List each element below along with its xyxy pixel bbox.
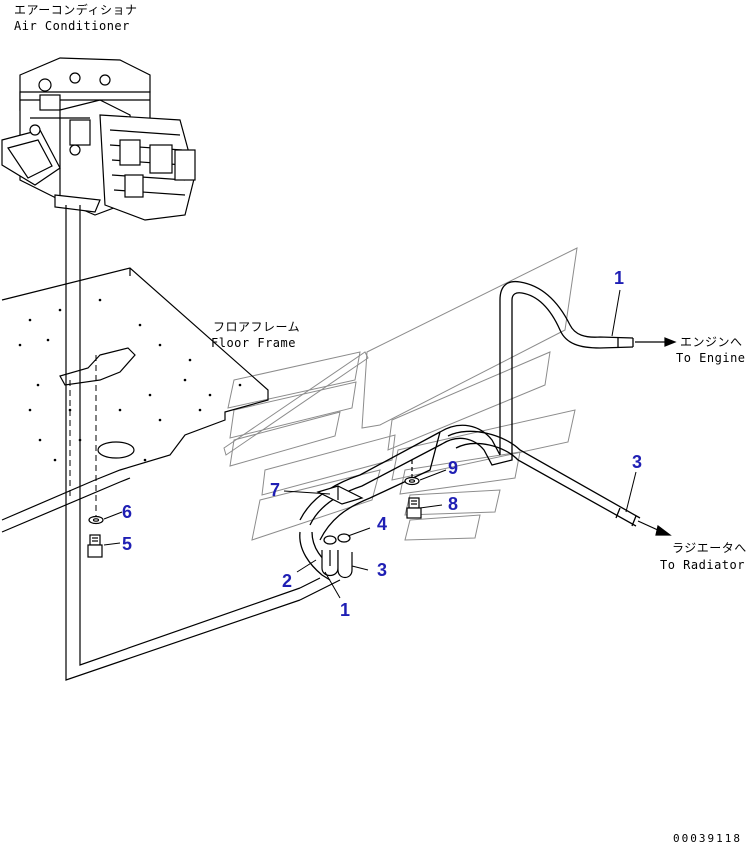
- callout-1-hose: 1: [340, 600, 351, 620]
- arrow-to-radiator: [637, 520, 672, 536]
- to-radiator-label-jp: ラジエータへ: [672, 541, 747, 555]
- callout-5-bolt: 5: [122, 534, 133, 554]
- callout-3-radiator-pipe: 3: [632, 452, 643, 472]
- callout-3-hose-end: 3: [377, 560, 388, 580]
- drawing-code: 00039118: [673, 832, 742, 845]
- callout-1-engine-pipe: 1: [614, 268, 625, 288]
- bolt-8: [406, 497, 422, 519]
- floor-frame-label-jp: フロアフレーム: [213, 320, 301, 334]
- floor-frame-holes: [18, 298, 242, 462]
- air-conditioner-label-en: Air Conditioner: [14, 19, 130, 33]
- callout-8-bolt: 8: [448, 494, 459, 514]
- callout-4-clip: 4: [377, 514, 388, 534]
- clamp-7: [316, 485, 364, 505]
- callout-7-clamp: 7: [270, 480, 281, 500]
- air-conditioner-label-jp: エアーコンディショナ: [14, 3, 138, 17]
- washer-6: [88, 515, 104, 525]
- floor-frame: [1, 267, 269, 533]
- heater-pipe-1: [299, 280, 634, 526]
- callout-2-hose: 2: [282, 571, 293, 591]
- floor-frame-label-en: Floor Frame: [211, 336, 296, 350]
- watermark-logo: [223, 247, 578, 541]
- to-engine-label-jp: エンジンへ: [680, 335, 743, 349]
- hose-ends: [321, 550, 353, 579]
- to-engine-label-en: To Engine: [676, 351, 746, 365]
- hose-routing: [65, 205, 341, 681]
- clip-4: [323, 533, 351, 545]
- bolt-5: [87, 534, 103, 558]
- washer-9: [404, 460, 420, 486]
- arrow-to-engine: [635, 337, 677, 347]
- air-conditioner-unit: [1, 57, 196, 221]
- to-radiator-label-en: To Radiator: [660, 558, 745, 572]
- alignment-lines: [69, 355, 97, 520]
- callout-6-washer: 6: [122, 502, 133, 522]
- callout-9-washer: 9: [448, 458, 459, 478]
- leader-lines: [103, 289, 637, 599]
